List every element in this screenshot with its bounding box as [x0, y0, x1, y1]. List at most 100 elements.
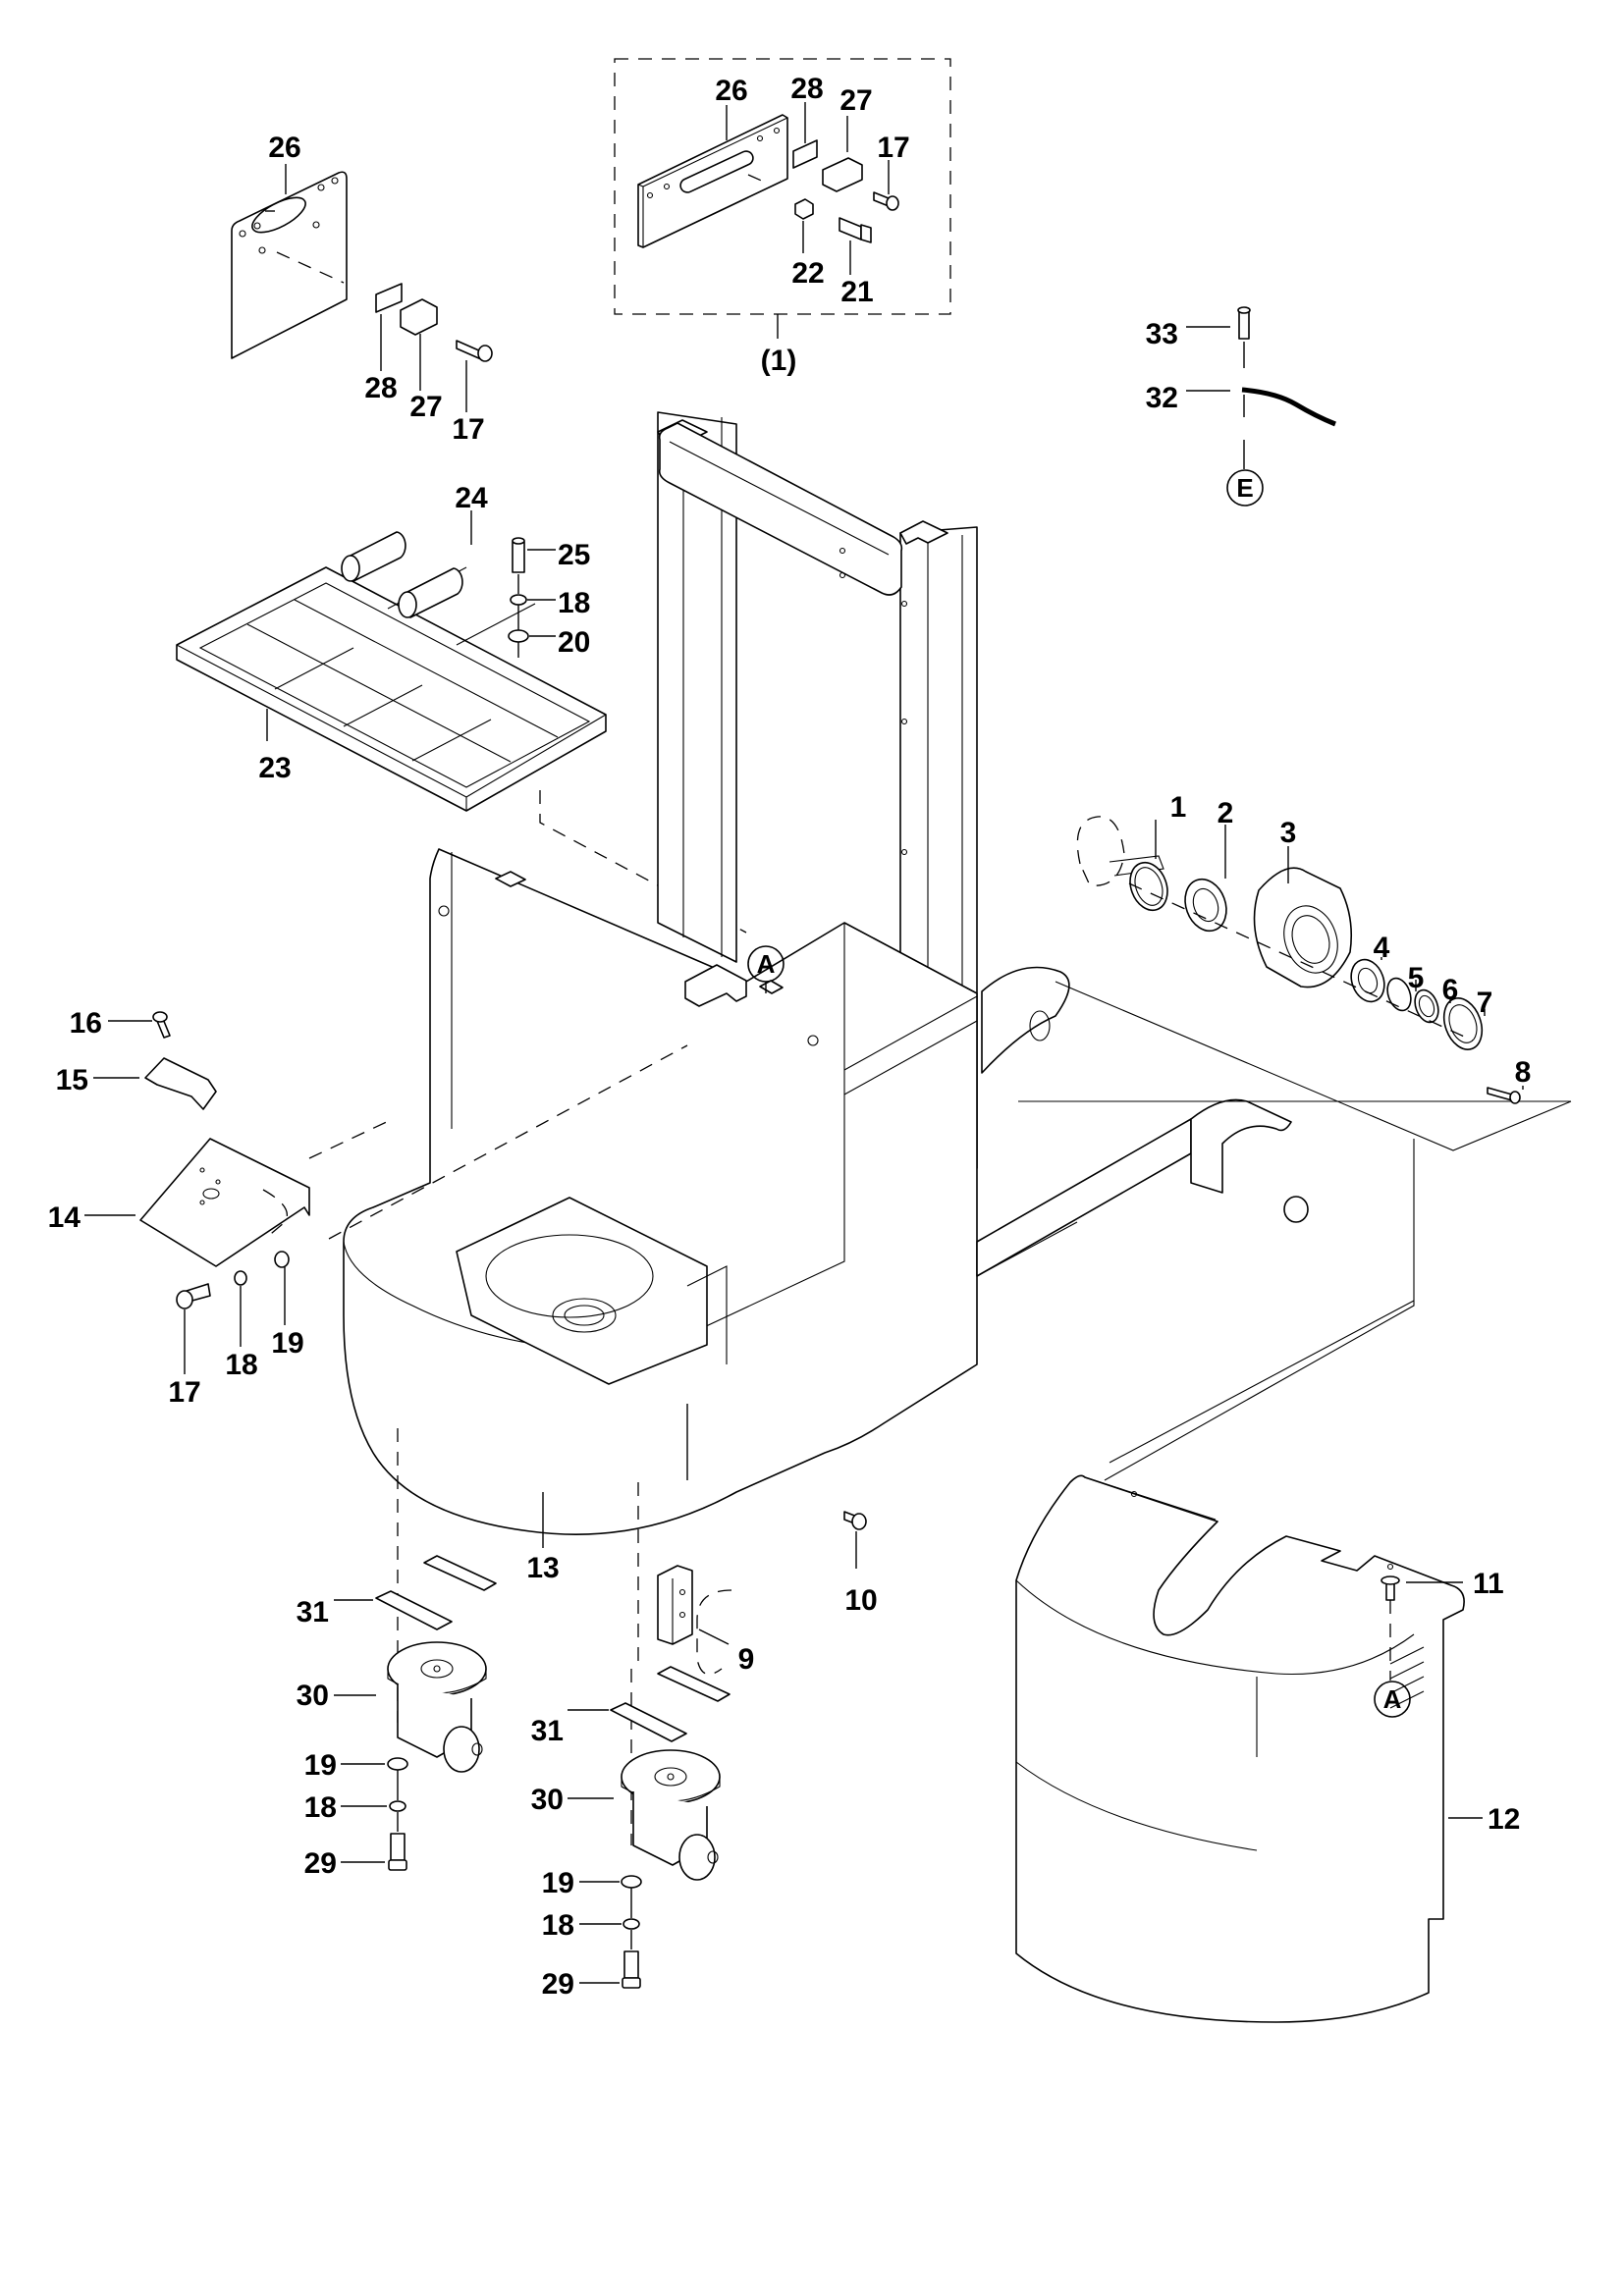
tray-group: 24 25 18 20 23	[176, 482, 747, 934]
bolt-21	[839, 217, 862, 240]
chassis-13: A 13	[328, 848, 978, 1584]
plate-oval-cutout	[251, 196, 306, 234]
callout-25: 25	[558, 539, 590, 571]
callout-19-caster-left: 19	[304, 1749, 337, 1782]
shim-31a-back	[423, 1555, 497, 1591]
callout-24: 24	[455, 482, 488, 514]
callout-9: 9	[738, 1643, 755, 1676]
callout-3: 3	[1280, 817, 1297, 849]
bolt-29-caster-right	[623, 1950, 639, 1979]
block-27	[400, 298, 438, 336]
nut-22	[794, 198, 814, 220]
callout-12: 12	[1488, 1803, 1520, 1836]
kit-1-group: 26 28 27 17 22 21 (1)	[614, 58, 951, 377]
battery-cover-12	[1015, 1474, 1465, 2023]
cable-group: 33 32 E	[1146, 306, 1336, 507]
callout-27: 27	[409, 391, 442, 423]
callout-30-left: 30	[297, 1680, 329, 1712]
screw-25	[512, 541, 525, 573]
washer-20	[508, 629, 529, 643]
spacer-28	[375, 283, 403, 313]
bolt-29-caster-left	[390, 1833, 406, 1861]
chassis-body	[343, 848, 978, 1535]
callout-1: 1	[1170, 791, 1187, 824]
shim-31b-back	[657, 1666, 731, 1702]
callout-31-right: 31	[531, 1715, 564, 1747]
callout-26-kit: 26	[715, 75, 747, 107]
callout-29-caster-left: 29	[304, 1847, 337, 1880]
callout-17-kit: 17	[877, 132, 909, 164]
callout-17-pedal: 17	[168, 1376, 200, 1409]
screw-8	[1487, 1087, 1513, 1101]
callout-17: 17	[452, 413, 484, 446]
shim-31b	[610, 1702, 687, 1742]
callout-33: 33	[1146, 318, 1178, 350]
cable-32	[1241, 387, 1336, 427]
callout-27-kit: 27	[839, 84, 872, 117]
callout-2: 2	[1218, 797, 1234, 829]
spacer-28-kit	[792, 139, 818, 169]
callout-6: 6	[1442, 974, 1459, 1006]
reference-circle-E	[1226, 469, 1264, 507]
callout-18-caster-left: 18	[304, 1791, 337, 1824]
cover-plate-7	[1442, 997, 1484, 1050]
callout-28: 28	[364, 372, 397, 404]
callout-22: 22	[791, 257, 824, 290]
roller-24a	[341, 531, 406, 582]
callout-18-caster-right: 18	[542, 1909, 574, 1942]
callout-30-right: 30	[531, 1784, 564, 1816]
washer-18	[510, 594, 527, 606]
callout-7: 7	[1477, 987, 1493, 1019]
callout-26: 26	[268, 132, 300, 164]
callout-11: 11	[1473, 1568, 1504, 1600]
caster-left-group: 31 30 19 18 29	[297, 1428, 497, 1880]
callout-23: 23	[258, 752, 291, 784]
screw-33	[1238, 311, 1250, 340]
callout-14: 14	[48, 1201, 81, 1234]
reference-A-cover: A	[1383, 1684, 1402, 1714]
callout-13: 13	[526, 1552, 559, 1584]
callout-29-caster-right: 29	[542, 1968, 574, 2001]
kit-dashed-frame	[614, 58, 951, 315]
callout-5: 5	[1408, 962, 1425, 994]
pedal-group: 16 15 14 17 18 19	[48, 1007, 394, 1409]
callout-19-caster-right: 19	[542, 1867, 574, 1899]
washer-19-pedal	[274, 1251, 290, 1268]
stop-block-group: 10 9	[637, 1482, 878, 1676]
callout-19-pedal: 19	[271, 1327, 303, 1360]
caster-right-group: 31 30 19 18 29	[531, 1666, 731, 2001]
battery-connector-bracket	[684, 964, 747, 1007]
fork-leg	[976, 966, 1572, 1481]
drive-wheel-group: 1 2 3 4 5 6 7 8	[1076, 791, 1531, 1104]
callout-20: 20	[558, 626, 590, 659]
callout-kit-1: (1)	[761, 345, 797, 377]
callout-28-kit: 28	[790, 73, 823, 105]
reference-A-chassis: A	[757, 949, 776, 979]
washer-18-caster-right	[623, 1918, 640, 1930]
drive-wheel-3	[1253, 867, 1353, 988]
callout-21: 21	[840, 276, 873, 308]
cover-group: A 11 12	[1015, 1474, 1520, 2023]
block-27-kit	[822, 157, 863, 192]
washer-18-pedal	[234, 1270, 247, 1286]
callout-32: 32	[1146, 382, 1178, 414]
mast-crossbar	[658, 422, 903, 596]
steering-plate	[456, 1197, 708, 1385]
battery-tray-23	[176, 566, 607, 812]
shim-ring-1	[1129, 861, 1168, 912]
stop-block-9	[657, 1565, 693, 1645]
washer-18-caster-left	[389, 1800, 406, 1812]
washer-19-caster-left	[387, 1757, 408, 1771]
callout-4: 4	[1374, 932, 1390, 964]
callout-15: 15	[56, 1064, 88, 1096]
callout-16: 16	[70, 1007, 102, 1040]
drive-hub-outline	[1076, 816, 1125, 886]
shim-31a	[375, 1590, 453, 1630]
screw-17	[456, 340, 482, 360]
plate-assembly-left: 26 28 27 17	[231, 132, 493, 446]
lock-washer-5	[1386, 977, 1412, 1012]
callout-31-left: 31	[297, 1596, 329, 1629]
washer-19-caster-right	[621, 1875, 642, 1889]
bracket-15	[144, 1057, 217, 1110]
